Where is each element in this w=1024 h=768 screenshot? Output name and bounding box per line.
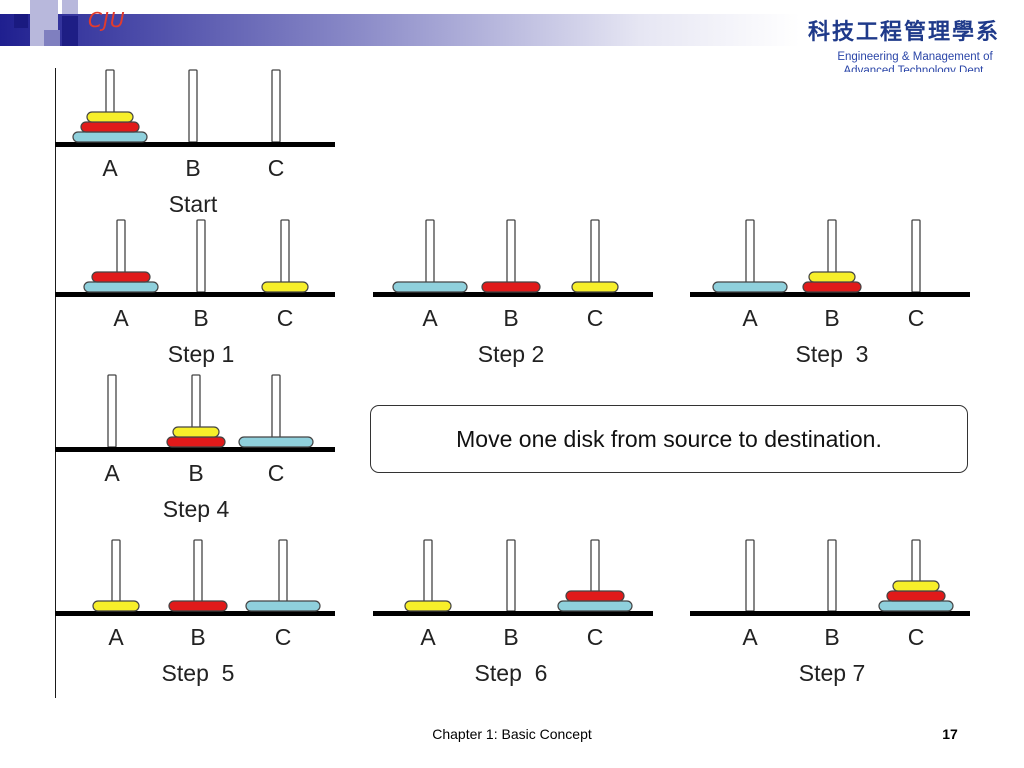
panel-start-peg-b	[188, 69, 198, 143]
panel-step-2-peg-a	[425, 219, 435, 293]
panel-step-6-peg-a	[423, 539, 433, 612]
department-name-english: Engineering & Management of Advanced Tec…	[806, 50, 1024, 72]
header-decor-square-navy-2	[62, 16, 78, 46]
panel-step-3-peg-label-b: B	[824, 305, 839, 331]
panel-step-2-disk-small-on-c	[571, 281, 619, 293]
panel-step-2-base	[373, 292, 653, 297]
content-left-rule	[55, 68, 56, 698]
panel-step-7-disk-large-on-c	[878, 600, 954, 612]
panel-step-6-peg-label-a: A	[420, 624, 436, 650]
panel-step-1-peg-b	[196, 219, 206, 293]
panel-step-6-peg-label-c: C	[587, 624, 604, 650]
panel-start-peg-c	[271, 69, 281, 143]
panel-step-2-peg-label-a: A	[422, 305, 438, 331]
panel-step-5-peg-label-a: A	[108, 624, 124, 650]
panel-step-2-label: Step 2	[478, 341, 545, 367]
panel-step-5-peg-a	[111, 539, 121, 612]
header-decor-square-navy	[14, 14, 28, 28]
panel-step-2-peg-label-b: B	[503, 305, 518, 331]
header-decor-square-mid	[44, 30, 60, 46]
panel-step-1-peg-label-a: A	[113, 305, 129, 331]
panel-step-7-peg-b	[827, 539, 837, 612]
panel-step-5-disk-medium-on-b	[168, 600, 228, 612]
panel-step-5-label: Step 5	[162, 660, 235, 686]
panel-step-1-disk-large-on-a	[83, 281, 159, 293]
panel-step-2-peg-label-c: C	[587, 305, 604, 331]
panel-step-6-disk-small-on-a	[404, 600, 452, 612]
panel-step-7-peg-label-c: C	[908, 624, 925, 650]
panel-step-3-disk-small-on-b	[808, 271, 856, 283]
panel-step-1-peg-label-b: B	[193, 305, 208, 331]
panel-step-4-peg-a	[107, 374, 117, 448]
panel-step-1-disk-medium-on-a	[91, 271, 151, 283]
panel-step-4-peg-label-c: C	[268, 460, 285, 486]
panel-step-6-base	[373, 611, 653, 616]
panel-step-3-disk-large-on-a	[712, 281, 788, 293]
move-rule-callout: Move one disk from source to destination…	[370, 405, 968, 473]
department-name-english-line2: Advanced Technology Dept.	[843, 65, 987, 72]
panel-step-1-base	[55, 292, 335, 297]
panel-step-3-peg-label-a: A	[742, 305, 758, 331]
panel-step-5-peg-c	[278, 539, 288, 612]
panel-step-1-label: Step 1	[168, 341, 235, 367]
panel-step-7-peg-a	[745, 539, 755, 612]
panel-step-6-peg-label-b: B	[503, 624, 518, 650]
panel-step-3-peg-c	[911, 219, 921, 293]
panel-step-2-peg-c	[590, 219, 600, 293]
panel-start-peg-label-c: C	[268, 155, 285, 181]
panel-start-peg-label-a: A	[102, 155, 118, 181]
panel-step-1-disk-small-on-c	[261, 281, 309, 293]
panel-step-7-disk-medium-on-c	[886, 590, 946, 602]
panel-step-5-peg-b	[193, 539, 203, 612]
panel-step-4-peg-label-b: B	[188, 460, 203, 486]
panel-start-label: Start	[169, 191, 218, 217]
department-name-chinese: 科技工程管理學系	[808, 19, 1001, 45]
panel-step-2-disk-large-on-a	[392, 281, 468, 293]
panel-step-5-peg-label-c: C	[275, 624, 292, 650]
panel-step-5-disk-large-on-c	[245, 600, 321, 612]
panel-step-4-peg-c	[271, 374, 281, 448]
header-decor-square-lavender-2	[62, 0, 78, 14]
panel-step-2-disk-medium-on-b	[481, 281, 541, 293]
panel-step-1-peg-c	[280, 219, 290, 293]
panel-step-6-peg-b	[506, 539, 516, 612]
panel-step-2-peg-b	[506, 219, 516, 293]
panel-step-6-disk-medium-on-c	[565, 590, 625, 602]
panel-step-7-peg-label-a: A	[742, 624, 758, 650]
panel-step-6-label: Step 6	[475, 660, 548, 686]
panel-start-disk-medium-on-a	[80, 121, 140, 133]
panel-step-1-peg-label-c: C	[277, 305, 294, 331]
panel-start-disk-small-on-a	[86, 111, 134, 123]
header-band	[0, 14, 800, 46]
panel-step-7-disk-small-on-c	[892, 580, 940, 592]
panel-step-7-label: Step 7	[799, 660, 866, 686]
panel-step-5-disk-small-on-a	[92, 600, 140, 612]
panel-step-3-disk-medium-on-b	[802, 281, 862, 293]
panel-step-3-peg-a	[745, 219, 755, 293]
panel-step-5-peg-label-b: B	[190, 624, 205, 650]
panel-step-4-base	[55, 447, 335, 452]
panel-step-3-base	[690, 292, 970, 297]
cju-logo-text: CJU	[88, 8, 126, 32]
page-number: 17	[942, 726, 958, 742]
panel-start-base	[55, 142, 335, 147]
panel-step-4-disk-large-on-c	[238, 436, 314, 448]
panel-step-5-base	[55, 611, 335, 616]
panel-step-7-base	[690, 611, 970, 616]
panel-step-4-label: Step 4	[163, 496, 230, 522]
panel-step-3-peg-label-c: C	[908, 305, 925, 331]
panel-step-4-disk-small-on-b	[172, 426, 220, 438]
footer-chapter-title: Chapter 1: Basic Concept	[432, 726, 592, 742]
panel-step-7-peg-label-b: B	[824, 624, 839, 650]
panel-start-peg-label-b: B	[185, 155, 200, 181]
panel-step-4-peg-label-a: A	[104, 460, 120, 486]
move-rule-text: Move one disk from source to destination…	[456, 425, 882, 452]
panel-step-3-label: Step 3	[796, 341, 869, 367]
panel-step-6-disk-large-on-c	[557, 600, 633, 612]
panel-start-disk-large-on-a	[72, 131, 148, 143]
department-name-english-line1: Engineering & Management of	[837, 51, 993, 63]
panel-step-4-disk-medium-on-b	[166, 436, 226, 448]
